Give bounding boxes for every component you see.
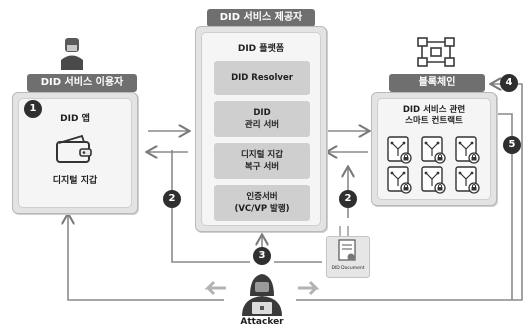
smart-contract-icon (455, 166, 480, 194)
step-1-badge: 1 (24, 100, 42, 118)
wallet-recovery-server-box: 디지털 지갑 복구 서버 (214, 143, 310, 179)
provider-panel: DID 플랫폼 DID Resolver DID 관리 서버 디지털 지갑 복구… (195, 26, 327, 232)
attack-line-4 (68, 215, 224, 301)
smart-contracts-card: DID 서비스 관련 스마트 컨트랙트 (377, 98, 491, 200)
smart-contract-icon (421, 136, 446, 164)
wallet-icon (54, 134, 94, 164)
blockchain-panel: DID 서비스 관련 스마트 컨트랙트 (371, 92, 497, 206)
did-document-icon: DID Document (326, 236, 370, 278)
did-document-label: DID Document (331, 266, 365, 271)
smart-contracts-grid (387, 136, 480, 194)
attacker-arrow-left (204, 280, 226, 296)
did-platform-title: DID 플랫폼 (237, 44, 285, 54)
did-app-title: DID 앱 (60, 114, 90, 124)
smart-contract-icon (455, 136, 480, 164)
smart-contract-icon (421, 166, 446, 194)
step-2-badge-left: 2 (163, 190, 181, 208)
step-4-badge: 4 (500, 74, 518, 92)
attack-line-2-left (171, 150, 250, 263)
wallet-label: 디지털 지갑 (52, 176, 98, 186)
smart-contract-icon (387, 136, 412, 164)
provider-panel-title: DID 서비스 제공자 (207, 9, 315, 27)
did-platform-card: DID 플랫폼 DID Resolver DID 관리 서버 디지털 지갑 복구… (201, 32, 321, 226)
auth-server-box: 인증서버 (VC/VP 발행) (214, 185, 310, 221)
user-panel-title: DID 서비스 이용자 (27, 74, 137, 92)
blockchain-panel-title: 블록체인 (389, 74, 485, 92)
attacker-icon (230, 268, 294, 316)
step-5-badge: 5 (503, 136, 521, 154)
step-2-badge-right: 2 (339, 190, 357, 208)
blockchain-icon (416, 36, 456, 68)
smart-contract-icon (387, 166, 412, 194)
did-resolver-box: DID Resolver (214, 61, 310, 95)
smart-contracts-label: DID 서비스 관련 스마트 컨트랙트 (402, 105, 466, 126)
attacker-arrow-right (298, 280, 320, 296)
did-management-server-box: DID 관리 서버 (214, 101, 310, 137)
attacker-label: Attacker (240, 317, 284, 327)
user-icon (60, 36, 84, 70)
step-3-badge: 3 (253, 247, 271, 265)
